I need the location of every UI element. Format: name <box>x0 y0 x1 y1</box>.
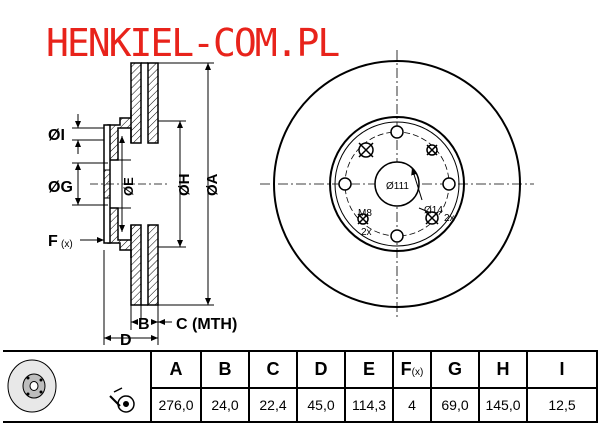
value-g: 69,0 <box>430 386 480 423</box>
threaded-hole <box>358 142 374 158</box>
header-f: F(x) <box>392 350 432 389</box>
label-b: B <box>138 316 150 333</box>
label-pcd: Ø111 <box>386 181 409 192</box>
hub-hat-top <box>107 110 132 161</box>
header-h: H <box>478 350 528 389</box>
bolt-hole <box>442 177 456 191</box>
label-dia-i: ØI <box>48 127 65 144</box>
friction-plate-right <box>147 62 159 144</box>
table-header-row: A B C D E F(x) G H I <box>3 350 598 423</box>
value-f: 4 <box>392 386 432 423</box>
label-dia-h: ØH <box>176 174 193 197</box>
threaded-hole <box>426 144 438 156</box>
label-hole-count: 2x <box>444 213 455 224</box>
header-i: I <box>526 350 598 389</box>
center-bore <box>374 161 420 207</box>
value-c: 22,4 <box>248 386 298 423</box>
table-thumbnail-cell <box>3 350 152 423</box>
value-b: 24,0 <box>200 386 250 423</box>
label-thread-count: 2x <box>361 227 372 238</box>
label-f-sub: (x) <box>61 239 73 250</box>
label-hole-dia: Ø14 <box>424 205 443 216</box>
header-f-sub: (x) <box>411 366 424 378</box>
value-h: 145,0 <box>478 386 528 423</box>
hub-hat-bottom <box>107 207 132 258</box>
header-e: E <box>344 350 394 389</box>
front-view: Ø111 Ø14 2x M8 2x <box>260 50 534 318</box>
disc-thumbnail-icon <box>7 359 135 413</box>
label-dia-a: ØA <box>204 173 221 196</box>
value-a: 276,0 <box>150 386 202 423</box>
spec-table: A B C D E F(x) G H I 276,0 24,0 22,4 45,… <box>3 350 598 423</box>
threaded-hole <box>425 211 439 225</box>
label-dia-g: ØG <box>48 179 73 196</box>
value-e: 114,3 <box>344 386 394 423</box>
threaded-hole <box>357 213 369 225</box>
header-b: B <box>200 350 250 389</box>
label-d: D <box>120 332 132 349</box>
label-f: F <box>48 233 58 250</box>
value-i: 12,5 <box>526 386 598 423</box>
label-c: C (MTH) <box>176 316 237 333</box>
value-d: 45,0 <box>296 386 346 423</box>
bolt-hole <box>390 125 404 139</box>
header-f-letter: F <box>400 358 412 379</box>
header-d: D <box>296 350 346 389</box>
header-c: C <box>248 350 298 389</box>
header-g: G <box>430 350 480 389</box>
bolt-hole <box>338 177 352 191</box>
label-thread: M8 <box>358 208 372 219</box>
friction-plate-left <box>130 62 142 144</box>
label-dia-e: ØE <box>121 177 136 196</box>
side-view: ØI ØG ØE ØH ØA F (x) B C (MTH) D <box>48 62 237 349</box>
header-a: A <box>150 350 202 389</box>
wheel-hub-icon <box>108 387 135 413</box>
table-value-row: 276,0 24,0 22,4 45,0 114,3 4 69,0 145,0 … <box>3 386 598 423</box>
bolt-hole <box>390 229 404 243</box>
brand-watermark: HENKIEL-COM.PL <box>46 21 340 65</box>
